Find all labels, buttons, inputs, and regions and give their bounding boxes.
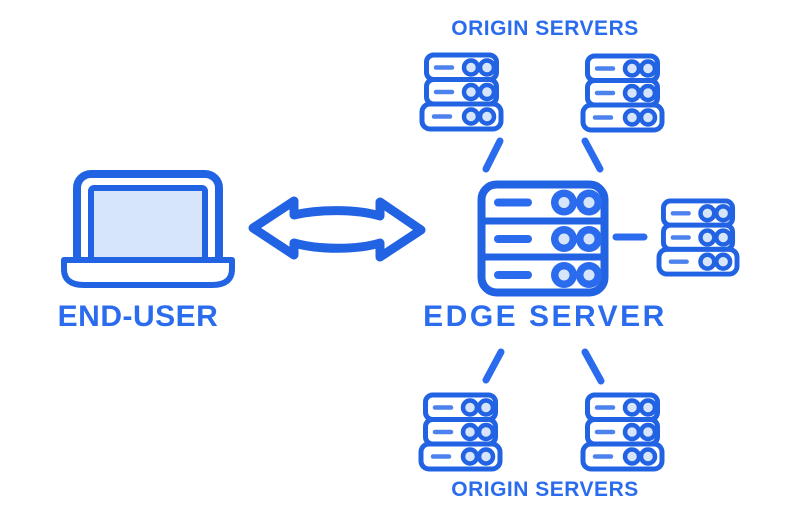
origin-server-icon xyxy=(656,198,743,277)
origin-servers-top-label: ORIGIN SERVERS xyxy=(451,17,639,40)
laptop-icon xyxy=(58,170,238,290)
origin-server-icon xyxy=(418,392,506,472)
connector-line xyxy=(581,137,604,173)
end-user-label: END-USER xyxy=(57,300,219,333)
origin-servers-bottom-label: ORIGIN SERVERS xyxy=(451,478,639,501)
connector-line xyxy=(482,348,505,384)
edge-server-icon xyxy=(477,180,609,297)
connector-line xyxy=(482,137,504,173)
connector-line xyxy=(581,348,605,385)
origin-server-icon xyxy=(580,392,668,472)
edge-server-label: EDGE SERVER xyxy=(423,300,667,333)
bidirectional-arrow-icon xyxy=(247,194,427,264)
origin-server-icon xyxy=(419,52,507,132)
origin-server-icon xyxy=(580,53,668,133)
